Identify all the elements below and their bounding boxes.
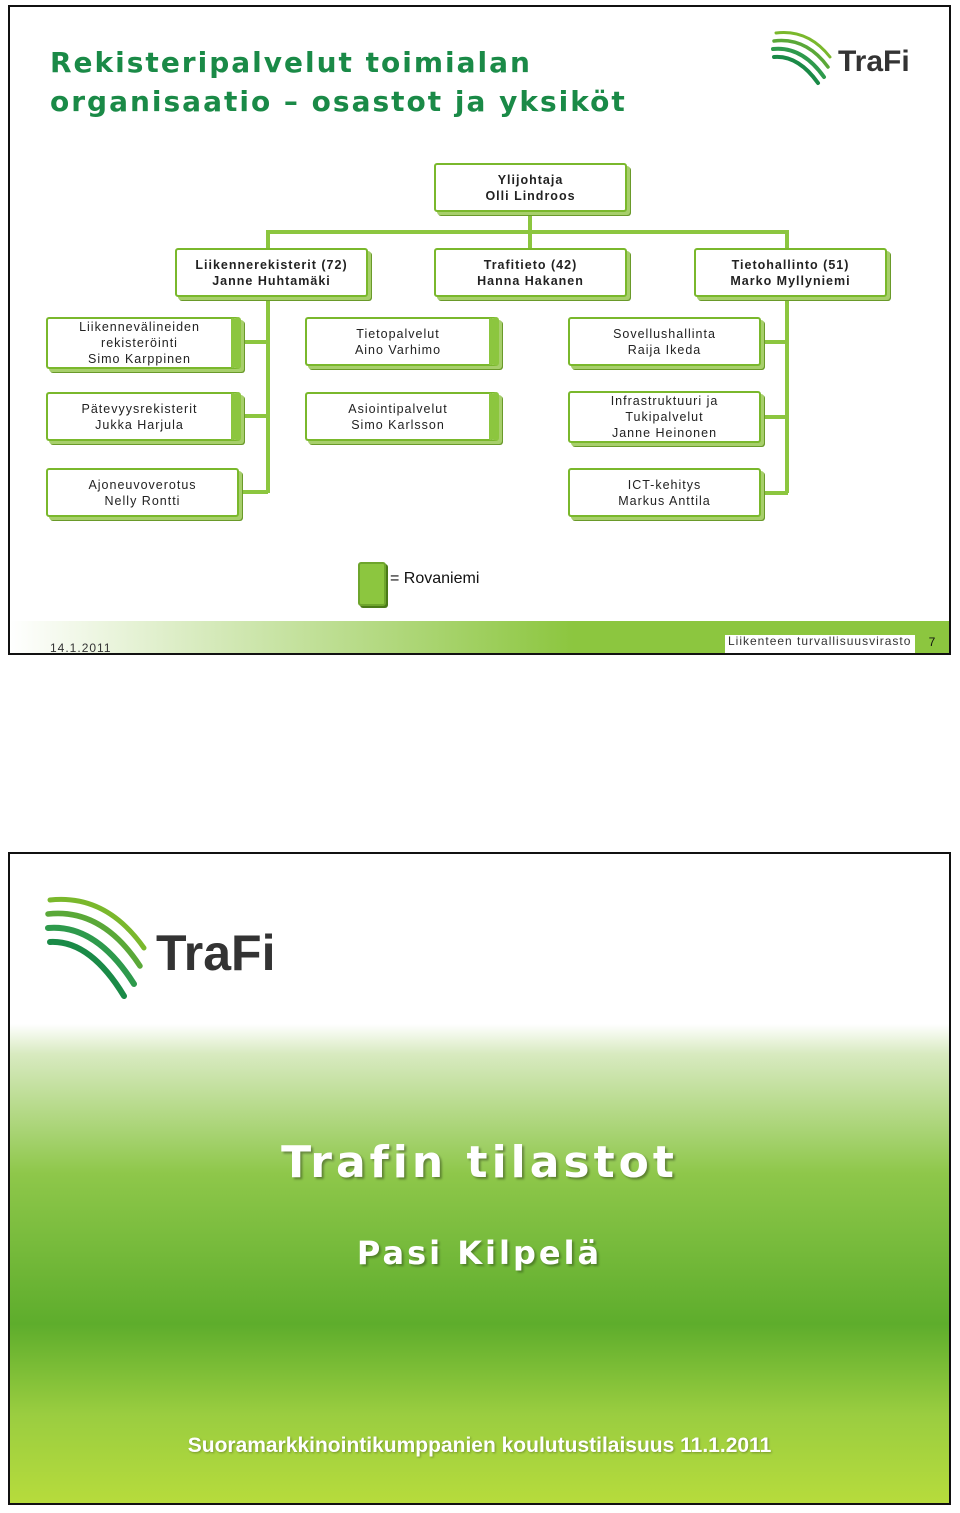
presentation-title: Trafin tilastot (281, 1137, 678, 1188)
connector-director-down (528, 211, 532, 233)
footer-date: 14.1.2011 (50, 641, 112, 655)
slide-title-page: TraFi Trafin tilastot Pasi Kilpelä Suora… (8, 852, 951, 1505)
slide-org-chart: Rekisteripalvelut toimialan organisaatio… (8, 5, 951, 655)
unit-head: Raija Ikeda (627, 342, 702, 357)
trafi-logo: TraFi (45, 896, 275, 999)
unit-line: Ajoneuvoverotus (88, 477, 197, 492)
unit-line: Tukipalvelut (625, 410, 704, 424)
connector-left-trunk (266, 299, 270, 493)
unit-head: Nelly Rontti (104, 493, 181, 508)
unit-box-tietopalvelut: Tietopalvelut Aino Varhimo (305, 317, 499, 366)
unit-line: rekisteröinti (101, 336, 178, 350)
department-box-liikennerekisterit: Liikennerekisterit (72) Janne Huhtamäki (175, 248, 368, 297)
connector-right-u1 (762, 340, 788, 344)
department-head: Hanna Hakanen (477, 273, 584, 288)
department-box-tietohallinto: Tietohallinto (51) Marko Myllyniemi (694, 248, 887, 297)
connector-dept1 (266, 230, 270, 250)
department-head: Janne Huhtamäki (212, 273, 331, 288)
logo-text: TraFi (838, 45, 910, 78)
footer-label-background (725, 635, 915, 653)
legend-rovaniemi-swatch (358, 562, 386, 606)
department-title: Tietohallinto (51) (731, 257, 850, 272)
unit-box-ajoneuvoverotus: Ajoneuvoverotus Nelly Rontti (46, 468, 239, 517)
unit-head: Simo Karlsson (351, 417, 445, 432)
unit-line: Sovellushallinta (613, 326, 716, 341)
connector-dept2 (528, 230, 532, 250)
connector-left-u3 (242, 490, 268, 494)
connector-right-u2 (762, 415, 788, 419)
connector-department-bus (266, 230, 789, 234)
director-name: Olli Lindroos (485, 188, 576, 203)
unit-head: Aino Varhimo (354, 342, 442, 357)
unit-head: Jukka Harjula (95, 417, 184, 432)
connector-right-u3 (762, 491, 788, 495)
unit-line: Asiointipalvelut (348, 401, 448, 416)
unit-line: ICT-kehitys (627, 477, 702, 492)
trafi-logo: TraFi (771, 31, 910, 85)
director-box: Ylijohtaja Olli Lindroos (434, 163, 627, 212)
unit-line: Infrastruktuuri ja (610, 394, 719, 408)
unit-line: Tietopalvelut (356, 326, 440, 341)
unit-head: Janne Heinonen (611, 426, 718, 440)
presenter-name: Pasi Kilpelä (356, 1234, 603, 1272)
connector-dept3 (785, 230, 789, 250)
unit-box-patevyysrekisterit: Pätevyysrekisterit Jukka Harjula (46, 392, 241, 441)
department-title: Liikennerekisterit (72) (195, 257, 348, 272)
logo-text: TraFi (156, 925, 275, 981)
unit-box-liikennevalineiden-rekisterointi: Liikennevälineiden rekisteröinti Simo Ka… (46, 317, 241, 369)
unit-line: Pätevyysrekisterit (81, 401, 198, 416)
department-box-trafitieto: Trafitieto (42) Hanna Hakanen (434, 248, 627, 297)
unit-head: Simo Karppinen (88, 352, 191, 366)
title-line-1: Rekisteripalvelut toimialan (50, 46, 532, 79)
department-title: Trafitieto (42) (483, 257, 578, 272)
connector-left-u2 (242, 414, 268, 418)
legend-rovaniemi-label: = Rovaniemi (390, 570, 480, 587)
event-footer: Suoramarkkinointikumppanien koulutustila… (187, 1434, 772, 1457)
page-number: 7 (915, 631, 949, 653)
slide-title: Rekisteripalvelut toimialan organisaatio… (50, 43, 627, 121)
title-line-2: organisaatio – osastot ja yksiköt (50, 85, 627, 118)
unit-box-sovellushallinta: Sovellushallinta Raija Ikeda (568, 317, 761, 366)
unit-box-infrastruktuuri-ja-tukipalvelut: Infrastruktuuri ja Tukipalvelut Janne He… (568, 391, 761, 443)
unit-line: Liikennevälineiden (79, 320, 200, 334)
unit-box-asiointipalvelut: Asiointipalvelut Simo Karlsson (305, 392, 499, 441)
director-title: Ylijohtaja (497, 172, 564, 187)
unit-box-ict-kehitys: ICT-kehitys Markus Anttila (568, 468, 761, 517)
unit-head: Markus Anttila (618, 493, 711, 508)
connector-left-u1 (242, 340, 268, 344)
connector-right-trunk (785, 299, 789, 493)
footer-organization: Liikenteen turvallisuusvirasto (728, 634, 912, 648)
department-head: Marko Myllyniemi (730, 273, 851, 288)
